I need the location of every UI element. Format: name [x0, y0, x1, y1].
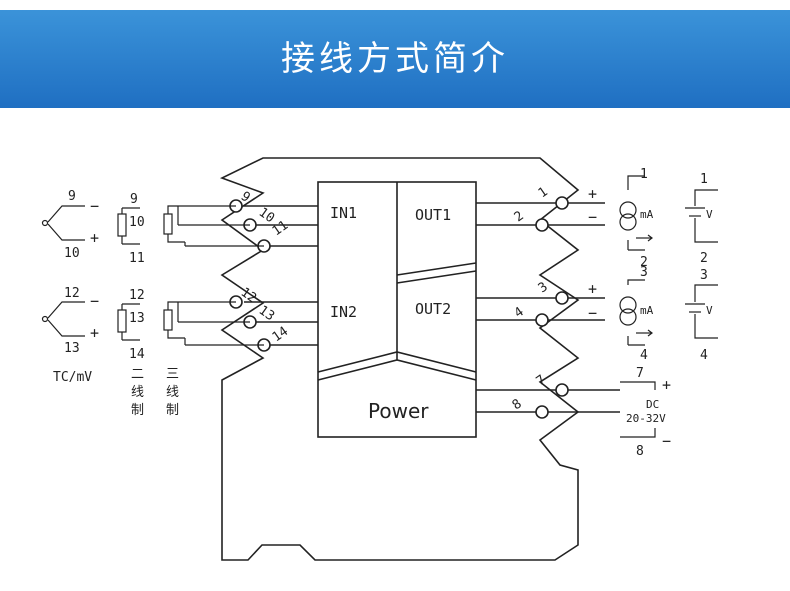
terminal-8	[535, 405, 549, 419]
terminal-8-label: 8	[510, 396, 525, 413]
current-source-2	[619, 279, 653, 346]
terminal-1-label: 1	[536, 184, 551, 201]
in1-label: IN1	[330, 204, 357, 222]
power-plus: +	[662, 376, 671, 394]
out1-plus: +	[588, 185, 597, 203]
terminal-4-label: 4	[512, 304, 527, 321]
out2-v-top: 3	[700, 268, 708, 283]
rtd-two-wire-1	[117, 207, 140, 245]
rtd-three-wire-2	[163, 301, 264, 346]
power-label: Power	[368, 399, 429, 423]
terminal-12-label: 12	[238, 285, 259, 306]
tc1-minus: −	[90, 197, 99, 215]
tc1-plus: +	[90, 229, 99, 247]
out1-v-top: 1	[700, 172, 708, 187]
terminal-10-label: 10	[256, 205, 277, 226]
terminal-14-label: 14	[270, 324, 292, 345]
power-terminal-8: 8	[636, 444, 644, 459]
rtd2-1-c: 11	[129, 251, 145, 266]
rtd2-1-a: 9	[130, 192, 138, 207]
tc2-top-label: 12	[64, 286, 80, 301]
thermocouple-1	[41, 205, 85, 241]
terminal-2-label: 2	[512, 208, 527, 225]
terminal-3	[555, 291, 569, 305]
tc1-bottom-label: 10	[64, 246, 80, 261]
out2-ma-top: 3	[640, 265, 648, 280]
header-banner: 接线方式简介	[0, 10, 790, 108]
in2-label: IN2	[330, 303, 357, 321]
out1-ma-unit: mA	[640, 208, 654, 221]
out1-v-bottom: 2	[700, 251, 708, 266]
power-dc: DC	[646, 398, 659, 411]
thermocouple-2	[41, 301, 85, 337]
three-wire-char-2: 线	[166, 385, 179, 400]
terminal-13-label: 13	[256, 303, 277, 324]
voltage-output-2	[685, 284, 718, 339]
current-source-1	[619, 175, 653, 251]
three-wire-char-1: 三	[166, 367, 179, 382]
power-range: 20-32V	[626, 412, 666, 425]
tc2-bottom-label: 13	[64, 341, 80, 356]
out2-minus: −	[588, 304, 597, 322]
rtd2-2-b: 13	[129, 311, 145, 326]
power-terminal-7: 7	[636, 366, 644, 381]
two-wire-char-1: 二	[131, 367, 144, 382]
out1-ma-top: 1	[640, 167, 648, 182]
rtd2-2-c: 14	[129, 347, 145, 362]
terminal-7	[555, 383, 569, 397]
terminal-11-label: 11	[270, 218, 291, 239]
module-housing	[219, 157, 580, 561]
rtd-three-wire-1	[163, 205, 264, 247]
out2-label: OUT2	[415, 300, 451, 318]
rtd2-1-b: 10	[129, 215, 145, 230]
voltage-output-1	[685, 189, 718, 243]
out2-plus: +	[588, 280, 597, 298]
out2-ma-bottom: 4	[640, 348, 648, 363]
page-title: 接线方式简介	[281, 39, 509, 79]
tc2-minus: −	[90, 292, 99, 310]
out2-ma-unit: mA	[640, 304, 654, 317]
out1-ma-bottom: 2	[640, 255, 648, 270]
out1-v-unit: V	[706, 208, 713, 221]
terminal-1	[555, 196, 569, 210]
terminal-4	[535, 313, 549, 327]
rtd-two-wire-2	[117, 303, 140, 341]
tc-caption: TC/mV	[53, 370, 92, 385]
power-supply	[620, 381, 656, 438]
two-wire-char-2: 线	[131, 385, 144, 400]
power-minus: −	[662, 432, 671, 450]
out2-v-bottom: 4	[700, 348, 708, 363]
out1-label: OUT1	[415, 206, 451, 224]
out2-v-unit: V	[706, 304, 713, 317]
out1-minus: −	[588, 208, 597, 226]
three-wire-char-3: 制	[166, 403, 179, 418]
rtd2-2-a: 12	[129, 288, 145, 303]
tc2-plus: +	[90, 324, 99, 342]
tc1-top-label: 9	[68, 189, 76, 204]
two-wire-char-3: 制	[131, 403, 144, 418]
terminal-2	[535, 218, 549, 232]
terminal-3-label: 3	[536, 279, 551, 296]
